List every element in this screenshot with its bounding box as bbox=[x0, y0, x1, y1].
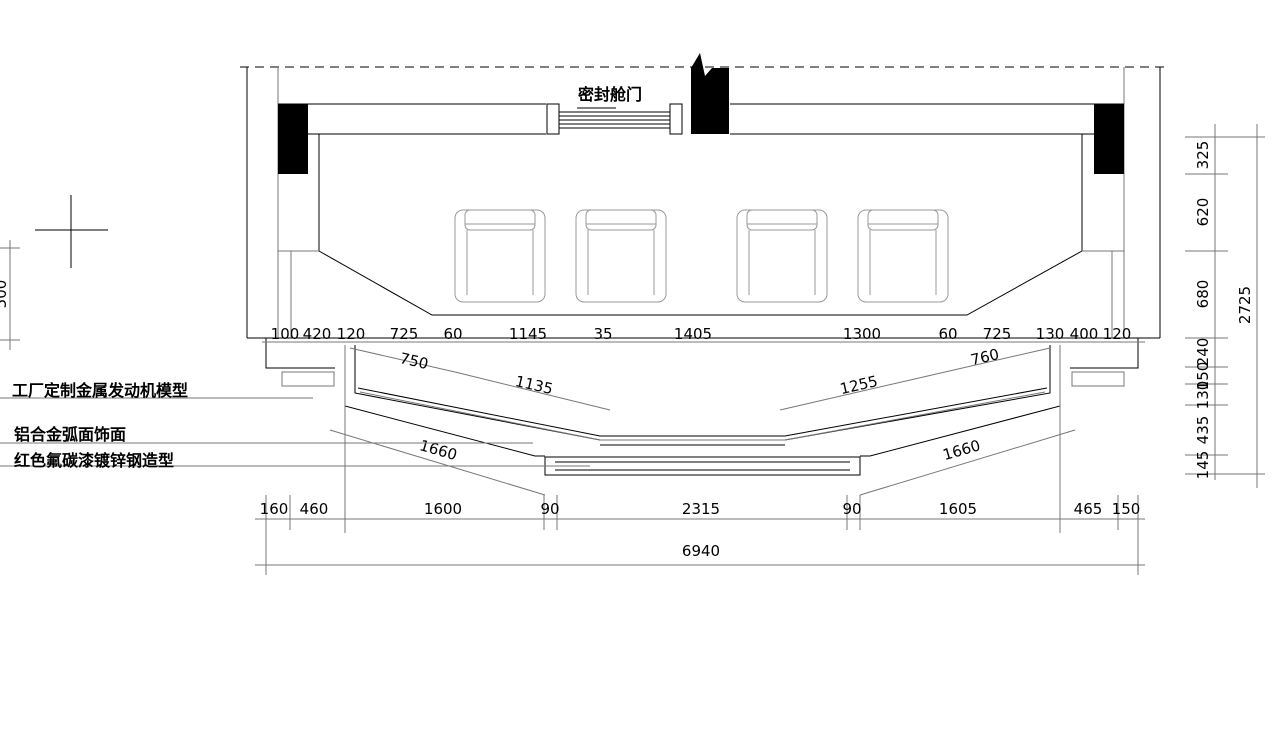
top-dim-text: 1405 bbox=[674, 325, 712, 343]
column-left bbox=[278, 104, 308, 174]
diagonal-dimensions: 750 1135 1255 760 1660 1660 bbox=[329, 345, 1076, 496]
top-dim-text: 130 bbox=[1036, 325, 1065, 343]
seat bbox=[736, 209, 828, 303]
label-engine-model: 工厂定制金属发动机模型 bbox=[12, 381, 188, 400]
top-dim-text: 420 bbox=[303, 325, 332, 343]
top-dim-text: 120 bbox=[1103, 325, 1132, 343]
bottom-dim-text: 460 bbox=[300, 500, 329, 518]
top-dim-text: 400 bbox=[1070, 325, 1099, 343]
bottom-dim-text: 150 bbox=[1112, 500, 1141, 518]
bottom-total-text: 6940 bbox=[682, 542, 720, 560]
top-dim-text: 60 bbox=[443, 325, 462, 343]
right-dim-text: 130 bbox=[1194, 381, 1212, 410]
top-dim-text: 725 bbox=[983, 325, 1012, 343]
right-dim-text: 150 bbox=[1194, 362, 1212, 391]
diag-dim-text: 1660 bbox=[418, 436, 460, 464]
right-dim-text: 325 bbox=[1194, 141, 1212, 170]
right-dim-text: 680 bbox=[1194, 280, 1212, 309]
label-red-steel: 红色氟碳漆镀锌钢造型 bbox=[14, 451, 174, 470]
right-dimension-chain: 325 620 680 240 150 130 435 145 2725 bbox=[1185, 124, 1265, 488]
crosshair-symbol bbox=[35, 195, 108, 268]
bottom-dim-text: 2315 bbox=[682, 500, 720, 518]
bottom-dim-text: 90 bbox=[842, 500, 861, 518]
facade-structure bbox=[265, 338, 1139, 533]
diag-dim-text: 1135 bbox=[513, 372, 554, 398]
door-frame-block bbox=[691, 53, 729, 134]
top-dim-text: 60 bbox=[938, 325, 957, 343]
top-dim-text: 1300 bbox=[843, 325, 881, 343]
top-dimension-chain: 100 420 120 725 60 1145 35 1405 1300 60 … bbox=[262, 325, 1145, 343]
label-aluminum-face: 铝合金弧面饰面 bbox=[14, 425, 126, 444]
right-dim-text: 435 bbox=[1194, 416, 1212, 445]
bottom-dim-text: 1605 bbox=[939, 500, 977, 518]
annotations: 工厂定制金属发动机模型 铝合金弧面饰面 红色氟碳漆镀锌钢造型 bbox=[0, 381, 590, 470]
left-partial-dimension: 500 bbox=[0, 240, 20, 350]
left-dim-text: 500 bbox=[0, 280, 10, 309]
right-total-text: 2725 bbox=[1236, 286, 1254, 324]
seat bbox=[857, 209, 949, 303]
seat bbox=[454, 209, 546, 303]
top-dim-text: 1145 bbox=[509, 325, 547, 343]
top-dim-text: 120 bbox=[337, 325, 366, 343]
seat bbox=[575, 209, 667, 303]
bottom-dimension-chain: 160 460 1600 90 2315 90 1605 465 150 694… bbox=[255, 495, 1145, 575]
diag-dim-text: 750 bbox=[398, 349, 430, 373]
top-dim-text: 100 bbox=[271, 325, 300, 343]
sealed-door bbox=[546, 103, 683, 135]
bottom-dim-text: 1600 bbox=[424, 500, 462, 518]
bottom-dim-text: 465 bbox=[1074, 500, 1103, 518]
room-outline bbox=[240, 66, 1165, 339]
top-dim-text: 725 bbox=[390, 325, 419, 343]
top-dim-text: 35 bbox=[593, 325, 612, 343]
bottom-dim-text: 90 bbox=[540, 500, 559, 518]
column-right bbox=[1094, 104, 1124, 174]
diag-dim-text: 1255 bbox=[838, 372, 879, 398]
right-dim-text: 240 bbox=[1194, 338, 1212, 367]
right-dim-text: 620 bbox=[1194, 198, 1212, 227]
bottom-dim-text: 160 bbox=[260, 500, 289, 518]
door-label: 密封舱门 bbox=[577, 85, 642, 104]
right-dim-text: 145 bbox=[1194, 451, 1212, 480]
diag-dim-text: 760 bbox=[969, 345, 1001, 369]
